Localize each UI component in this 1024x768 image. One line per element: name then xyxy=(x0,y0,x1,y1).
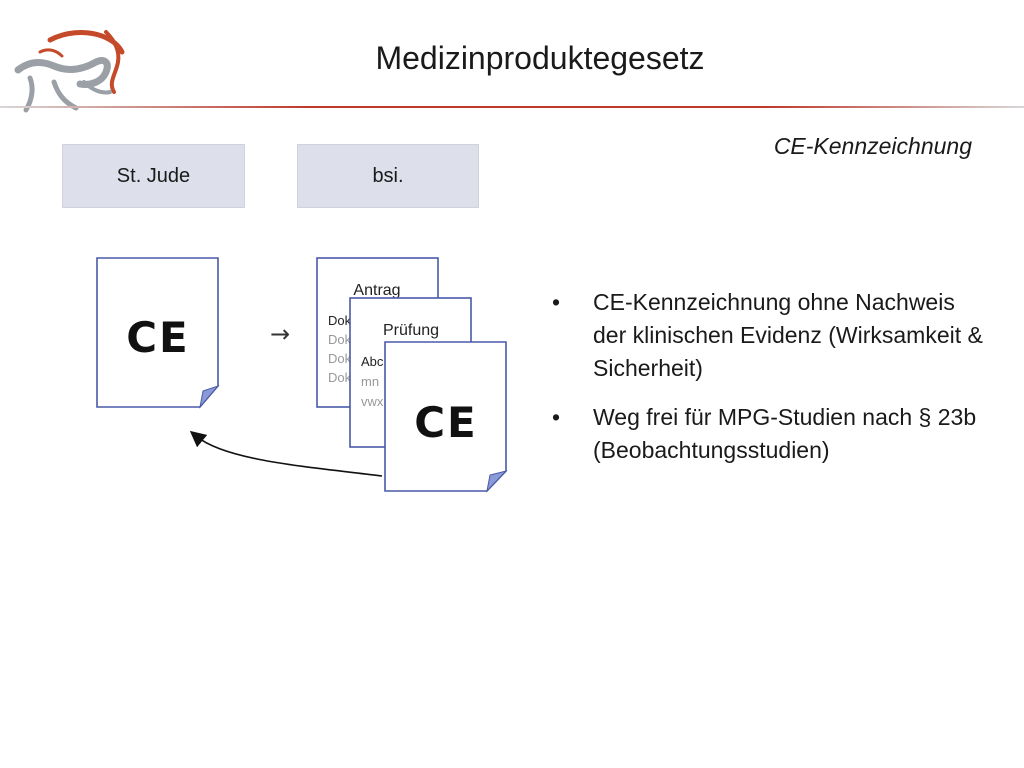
horse-logo-icon xyxy=(14,30,125,113)
ce-document-left: CE xyxy=(96,257,220,409)
tag-bsi: bsi. xyxy=(297,144,479,208)
bullet-item: • Weg frei für MPG-Studien nach § 23b (B… xyxy=(548,401,988,467)
antrag-line: Dok xyxy=(328,370,352,385)
bullet-list: • CE-Kennzeichnung ohne Nachweis der kli… xyxy=(548,286,988,483)
page-title: Medizinproduktegesetz xyxy=(375,40,705,76)
tag-label: St. Jude xyxy=(116,164,191,187)
ce-document-front: CE xyxy=(384,341,508,493)
bullet-text: Weg frei für MPG-Studien nach § 23b (Beo… xyxy=(593,404,977,463)
ce-mark-icon: CE xyxy=(414,398,478,447)
right-arrow-icon: → xyxy=(270,320,290,348)
pruefung-line: Abc xyxy=(361,354,384,369)
tag-st-jude: St. Jude xyxy=(62,144,245,208)
bullet-text: CE-Kennzeichnung ohne Nachweis der klini… xyxy=(593,289,983,381)
antrag-line: Dok xyxy=(328,313,352,328)
pruefung-title: Prüfung xyxy=(383,322,439,339)
tag-label: bsi. xyxy=(372,164,404,187)
pruefung-line: mn xyxy=(361,374,379,389)
section-subtitle: CE-Kennzeichnung xyxy=(773,133,972,159)
bullet-dot-icon: • xyxy=(552,289,561,315)
pruefung-line: vwx xyxy=(361,394,384,409)
title-divider xyxy=(0,106,1024,108)
antrag-line: Dok xyxy=(328,332,352,347)
return-arrow xyxy=(189,430,383,477)
antrag-line: Dok xyxy=(328,351,352,366)
bullet-item: • CE-Kennzeichnung ohne Nachweis der kli… xyxy=(548,286,988,385)
antrag-title: Antrag xyxy=(353,282,400,299)
bullet-dot-icon: • xyxy=(552,404,561,430)
ce-mark-icon: CE xyxy=(126,313,190,362)
